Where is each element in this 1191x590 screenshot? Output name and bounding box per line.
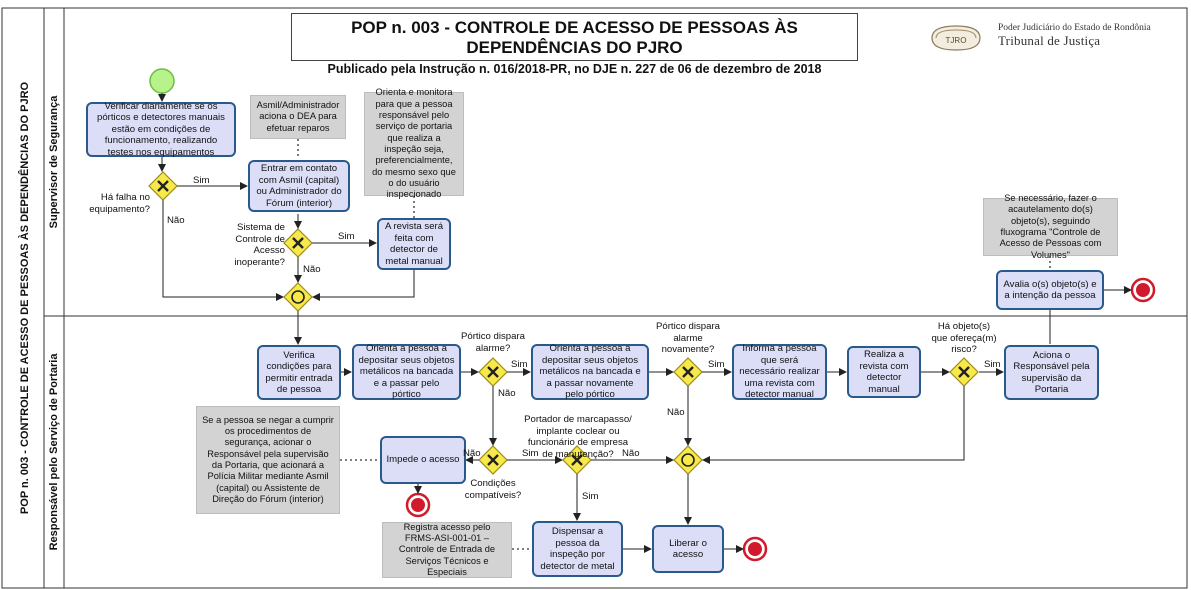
task-impede-acesso: Impede o acesso <box>380 436 466 484</box>
task-dispensar-inspecao: Dispensar a pessoa da inspeção por detec… <box>532 521 623 577</box>
flow-label-sim-3: Sim <box>511 359 528 370</box>
note-registra-acesso: Registra acesso pelo FRMS-ASI-001-01 – C… <box>382 522 512 578</box>
flow-label-nao-4: Não <box>667 407 685 418</box>
diagram-title-box: POP n. 003 - CONTROLE DE ACESSO DE PESSO… <box>291 13 858 76</box>
note-asmil-reparos: Asmil/Administrador aciona o DEA para ef… <box>250 95 346 139</box>
institution-name: Poder Judiciário do Estado de Rondônia T… <box>998 23 1151 49</box>
institution-line1: Poder Judiciário do Estado de Rondônia <box>998 23 1151 33</box>
task-revista-detector: A revista será feita com detector de met… <box>377 218 451 270</box>
gateway-portico1 <box>478 357 508 387</box>
note-negar-procedimentos: Se a pessoa se negar a cumprir os proced… <box>196 406 340 514</box>
task-realiza-revista: Realiza a revista com detector manual <box>847 346 921 398</box>
flow-label-sim-2: Sim <box>338 231 355 242</box>
flow-label-nao-3: Não <box>498 388 516 399</box>
lane-label-portaria: Responsável pelo Serviço de Portaria <box>48 353 60 551</box>
gateway-label-portador: Portador de marcapasso/ implante coclear… <box>524 414 632 460</box>
end-event-top <box>1130 277 1156 303</box>
institution-line2: Tribunal de Justiça <box>998 33 1101 48</box>
task-verifica-condicoes: Verifica condições para permitir entrada… <box>257 345 341 400</box>
task-aciona-responsavel: Aciona o Responsável pela supervisão da … <box>1004 345 1099 400</box>
task-avalia-objetos: Avalia o(s) objeto(s) e a intenção da pe… <box>996 270 1104 310</box>
gateway-objeto <box>949 357 979 387</box>
start-event <box>149 68 175 94</box>
flow-label-sim-4: Sim <box>708 359 725 370</box>
gateway-label-sistema: Sistema de Controle de Acesso inoperante… <box>234 222 285 268</box>
flow-label-sim-1: Sim <box>193 175 210 186</box>
task-orienta-novamente: Orienta a pessoa a depositar seus objeto… <box>531 343 649 400</box>
task-entrar-contato: Entrar em contato com Asmil (capital) ou… <box>248 160 350 212</box>
gateway-merge-top <box>283 282 313 312</box>
svg-text:TJRO: TJRO <box>946 36 967 45</box>
gateway-portico2 <box>673 357 703 387</box>
gateway-label-objeto: Há objeto(s) que ofereça(m) risco? <box>931 321 997 355</box>
end-event-impede <box>405 492 431 518</box>
pool-label: POP n. 003 - CONTROLE DE ACESSO DE PESSO… <box>18 81 31 514</box>
task-liberar-acesso: Liberar o acesso <box>652 525 724 573</box>
flow-label-nao-6: Não <box>622 448 640 459</box>
diagram-title: POP n. 003 - CONTROLE DE ACESSO DE PESSO… <box>351 18 798 57</box>
tjro-logo-icon: TJRO <box>931 25 981 51</box>
diagram-subtitle: Publicado pela Instrução n. 016/2018-PR,… <box>327 62 822 76</box>
note-orienta-monitora: Orienta e monitora para que a pessoa res… <box>364 87 464 199</box>
gateway-falha <box>148 171 178 201</box>
flow-label-sim-7: Sim <box>582 491 599 502</box>
task-verificar-equipamentos: Verificar diariamente se os pórticos e d… <box>86 101 236 158</box>
pool-border <box>1 7 1188 589</box>
gateway-condicoes <box>478 445 508 475</box>
gateway-label-portico2: Pórtico dispara alarme novamente? <box>656 321 720 355</box>
end-event-liberar <box>742 536 768 562</box>
gateway-label-condicoes: Condições compatíveis? <box>464 478 522 501</box>
flow-label-nao-1: Não <box>167 215 185 226</box>
flow-label-nao-5: Não <box>463 448 481 459</box>
task-informa-revista: Informa a pessoa que será necessário rea… <box>732 343 827 400</box>
gateway-merge-bottom <box>673 445 703 475</box>
flow-label-sim-5: Sim <box>984 359 1001 370</box>
gateway-label-portico1: Pórtico dispara alarme? <box>461 331 525 354</box>
note-acautelamento: Se necessário, fazer o acautelamento do(… <box>983 193 1118 260</box>
gateway-portador <box>562 445 592 475</box>
lane-label-supervisor: Supervisor de Segurança <box>48 95 60 229</box>
flow-label-nao-2: Não <box>303 264 321 275</box>
gateway-label-falha: Há falha no equipamento? <box>89 192 150 215</box>
flow-label-sim-6: Sim <box>522 448 539 459</box>
task-orienta-depositar: Orienta a pessoa a depositar seus objeto… <box>352 343 461 400</box>
gateway-sistema <box>283 228 313 258</box>
